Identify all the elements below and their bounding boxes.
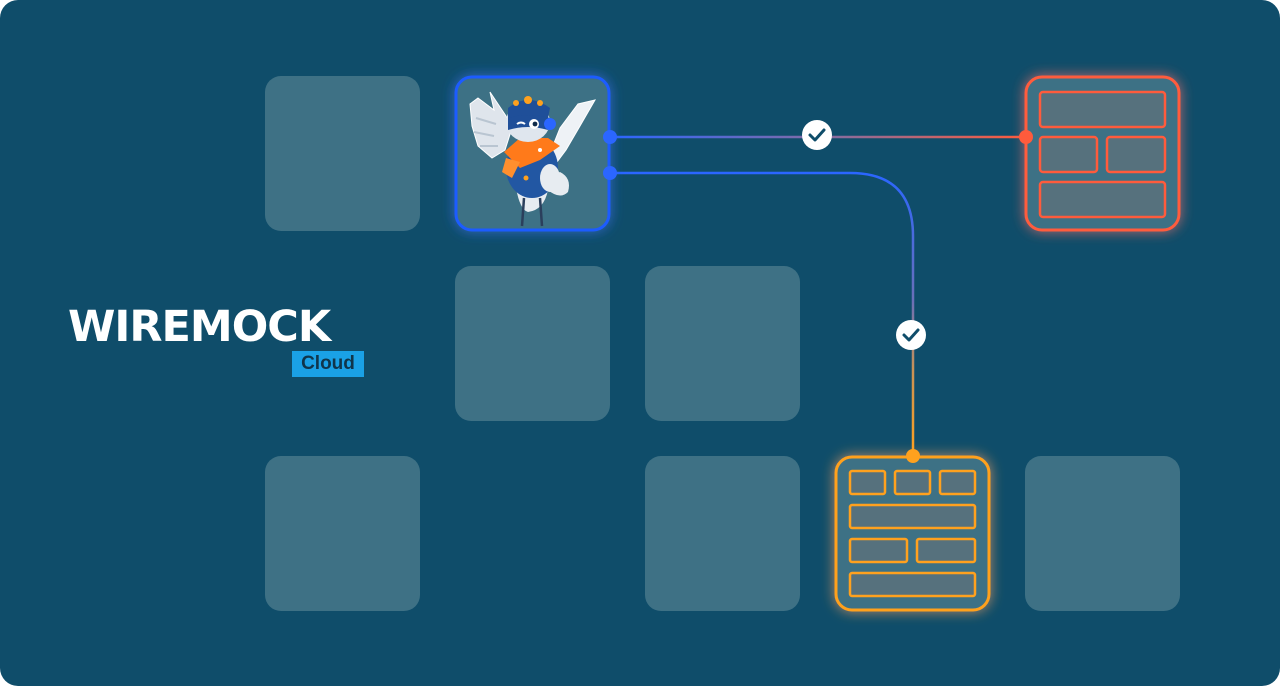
mascot-bird-icon [469, 91, 597, 227]
placeholder-tile [265, 456, 420, 611]
connector-node [1019, 130, 1033, 144]
wiremock-logo: WIREMOCK Cloud [68, 302, 364, 377]
orange-layout-card [834, 455, 991, 612]
connector-bend [610, 171, 915, 456]
placeholder-tile [455, 266, 610, 421]
placeholder-tile [265, 76, 420, 231]
layout-grid-icon [848, 469, 977, 598]
connector-node [603, 130, 617, 144]
placeholder-tile [1025, 456, 1180, 611]
logo-cloud-badge: Cloud [292, 351, 364, 377]
layout-grid-icon [1038, 90, 1167, 219]
connector-node [906, 449, 920, 463]
check-icon [802, 120, 832, 150]
placeholder-tile [645, 266, 800, 421]
logo-wordmark: WIREMOCK [68, 302, 331, 352]
placeholder-tile [645, 456, 800, 611]
connector-node [603, 166, 617, 180]
red-layout-card [1024, 75, 1181, 232]
mascot-card [454, 75, 611, 232]
check-icon [896, 320, 926, 350]
